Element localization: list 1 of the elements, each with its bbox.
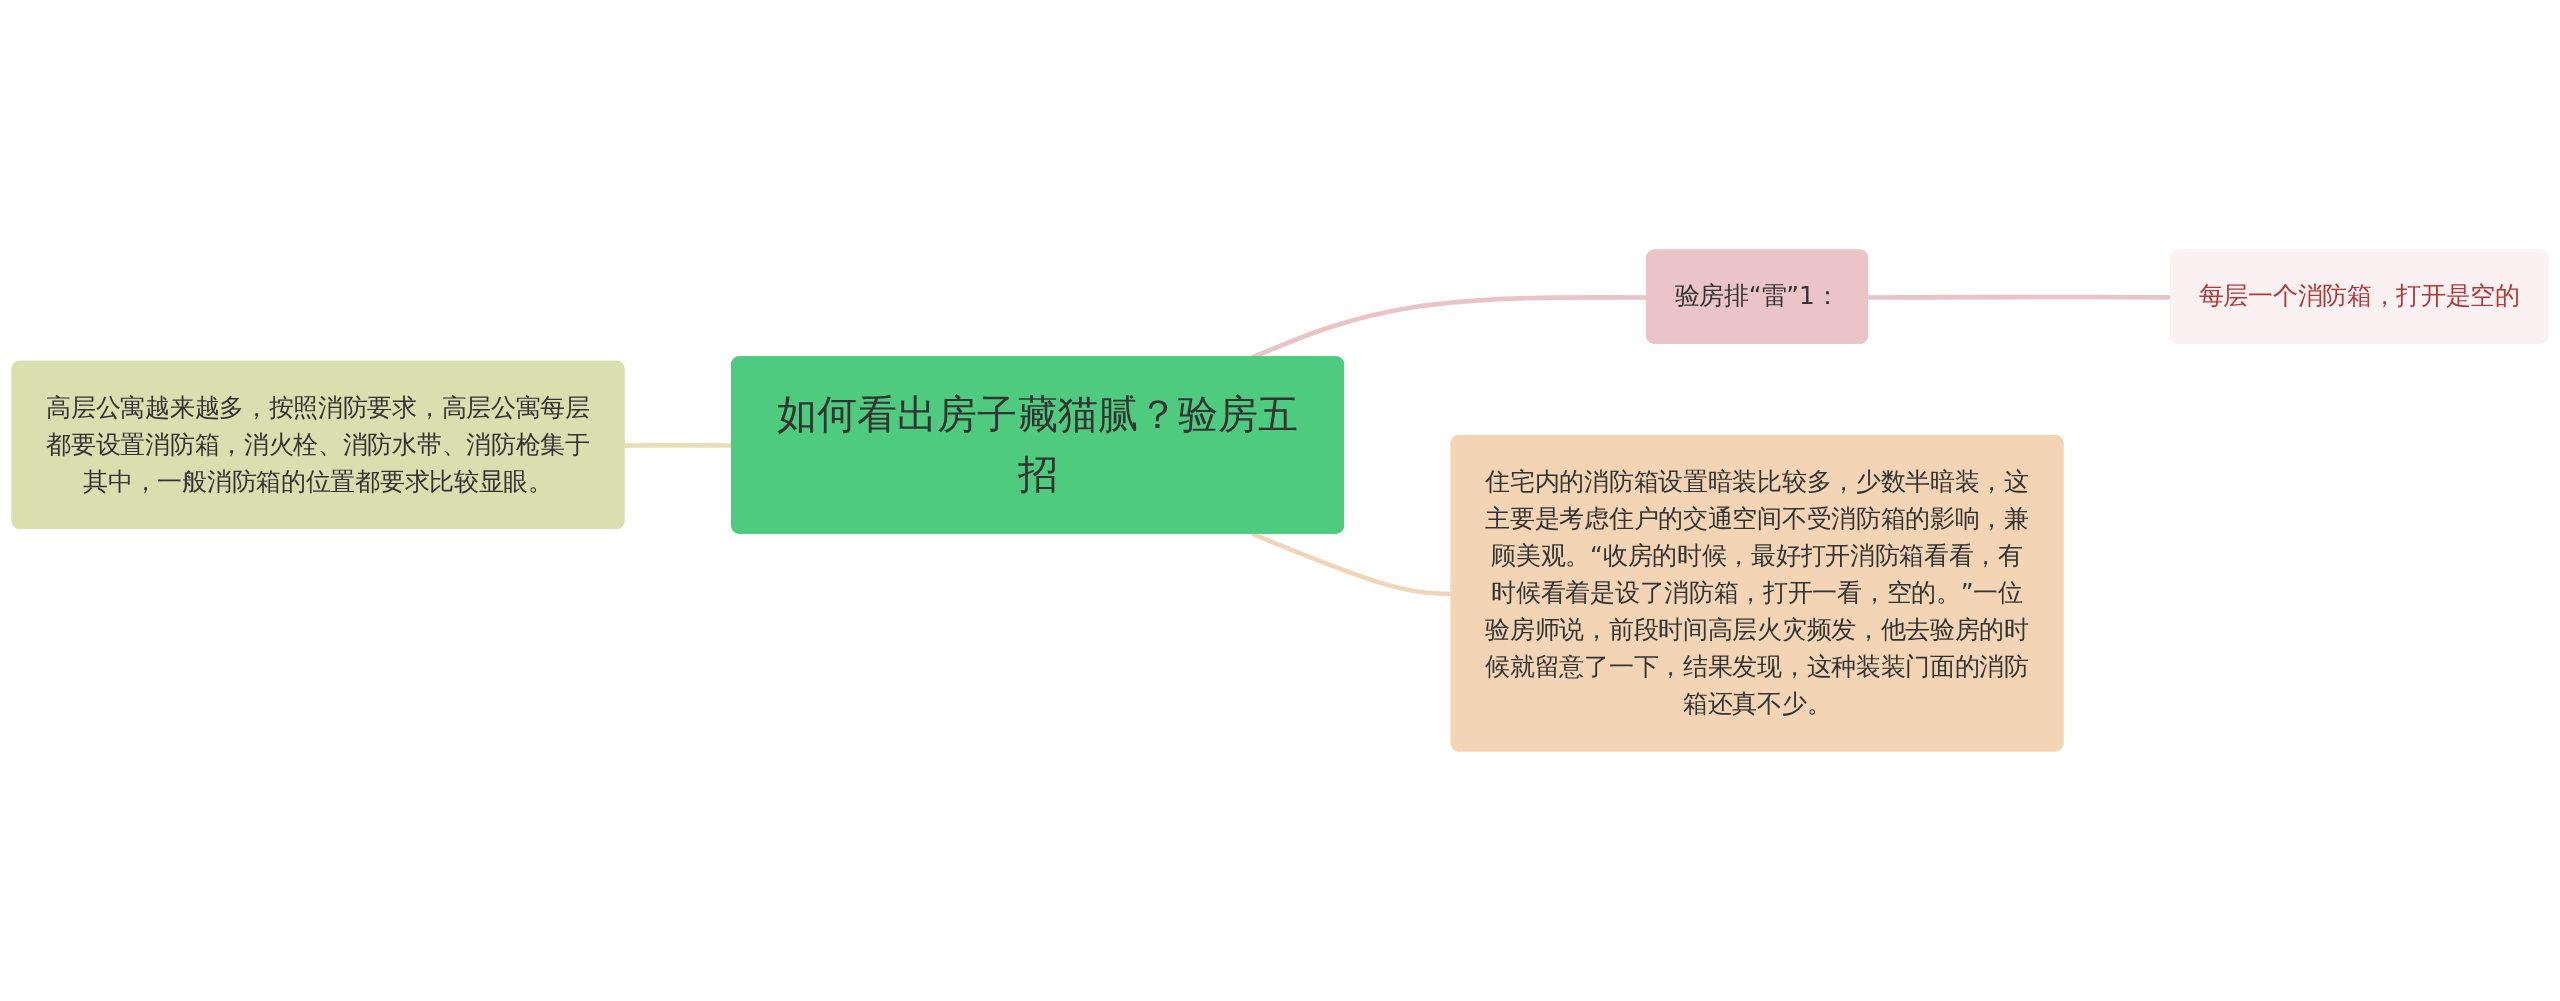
connector <box>624 442 733 448</box>
